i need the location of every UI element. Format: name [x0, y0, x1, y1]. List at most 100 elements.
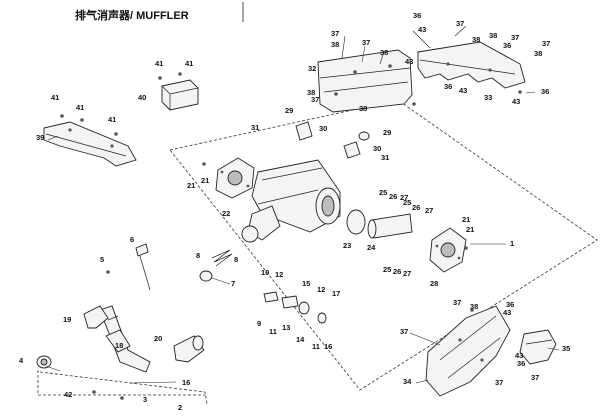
callout-c29b: 29 [383, 128, 391, 137]
callout-c8b: 8 [234, 255, 238, 264]
callout-c40: 40 [138, 93, 146, 102]
callout-c38b: 38 [534, 49, 542, 58]
callout-c37f: 37 [311, 95, 319, 104]
callout-c37b: 37 [511, 33, 519, 42]
callout-c37a: 37 [456, 19, 464, 28]
callout-c34: 34 [403, 377, 412, 386]
callout-c27b: 27 [425, 206, 433, 215]
stud-bolt [135, 243, 151, 291]
callout-c36f: 36 [517, 359, 525, 368]
main-assembly-frame [169, 99, 598, 391]
callout-c15: 15 [302, 279, 310, 288]
callout-c2: 2 [178, 403, 182, 412]
callout-c20: 20 [154, 334, 162, 343]
callout-c37c: 37 [542, 39, 550, 48]
callout-c43e: 43 [503, 308, 511, 317]
pipe-assembly-frame [39, 371, 208, 405]
callout-c11b: 11 [312, 342, 320, 351]
callout-c28: 28 [430, 279, 438, 288]
callout-c27a: 27 [400, 193, 408, 202]
callout-c4: 4 [19, 356, 24, 365]
callout-c19: 19 [63, 315, 71, 324]
callout-c5: 5 [100, 255, 104, 264]
callout-c13: 13 [282, 323, 290, 332]
callout-c16: 16 [324, 342, 332, 351]
callout-c31b: 31 [381, 153, 389, 162]
callout-c16b: 16 [182, 378, 190, 387]
callout-c30b: 30 [373, 144, 381, 153]
hardware-row [263, 291, 327, 324]
callout-c27c: 27 [403, 269, 411, 278]
callout-c31a: 31 [251, 123, 259, 132]
pipe-joint-piece [173, 335, 205, 363]
callout-c42: 42 [64, 390, 72, 399]
upper-heat-shield [317, 49, 413, 113]
callout-c38d: 38 [331, 40, 339, 49]
callout-c8a: 8 [196, 251, 200, 260]
callout-c36b: 36 [503, 41, 511, 50]
callout-c37i: 37 [531, 373, 539, 382]
callout-c3: 3 [143, 395, 147, 404]
callout-c25c: 25 [383, 265, 391, 274]
left-end-plate [215, 157, 255, 199]
callout-c38f: 38 [307, 88, 315, 97]
callout-c43d: 43 [512, 97, 520, 106]
callout-c43c: 43 [459, 86, 467, 95]
callout-c35: 35 [562, 344, 570, 353]
callout-c23: 23 [343, 241, 351, 250]
callout-c7: 7 [231, 279, 235, 288]
callout-c38a: 38 [489, 31, 497, 40]
callout-c36d: 36 [541, 87, 549, 96]
callout-c26b: 26 [412, 203, 420, 212]
callout-c41d: 41 [76, 103, 84, 112]
callout-c41a: 41 [155, 59, 163, 68]
upper-connector [295, 121, 370, 159]
callout-c43a: 43 [418, 25, 426, 34]
inner-tube [367, 213, 413, 239]
exhaust-gasket-inner [40, 358, 48, 366]
callout-c21d: 21 [466, 225, 474, 234]
callout-c36c: 36 [444, 82, 452, 91]
callout-c6: 6 [130, 235, 134, 244]
callout-c12b: 12 [317, 285, 325, 294]
callout-c1: 1 [510, 239, 514, 248]
end-cap-cover [519, 329, 557, 365]
callout-c9: 9 [257, 319, 261, 328]
exhaust-pipe [99, 305, 151, 373]
pipe-assembly-frame-base [37, 370, 205, 396]
callout-c14: 14 [296, 335, 305, 344]
callout-c25a: 25 [379, 188, 387, 197]
callout-c39: 39 [36, 133, 44, 142]
gasket-ring [346, 209, 366, 235]
callout-c21a: 21 [187, 181, 195, 190]
callout-c11a: 11 [269, 327, 277, 336]
callout-c38e: 38 [380, 48, 388, 57]
pipe-end-piece [83, 305, 109, 329]
screws [60, 72, 522, 400]
callout-c41c: 41 [51, 93, 59, 102]
callout-c18: 18 [115, 341, 123, 350]
callout-c24: 24 [367, 243, 376, 252]
callout-c29a: 29 [285, 106, 293, 115]
callout-c41e: 41 [108, 115, 116, 124]
callout-c37j: 37 [495, 378, 503, 387]
callout-c32: 32 [308, 64, 316, 73]
callout-c17: 17 [332, 289, 340, 298]
callout-c21b: 21 [201, 176, 209, 185]
callout-c22: 22 [222, 209, 230, 218]
diagram-title: 排气消声器/ MUFFLER [75, 8, 189, 22]
leader-lines [45, 25, 560, 384]
callout-c37d: 37 [331, 29, 339, 38]
callout-c37e: 37 [362, 38, 370, 47]
lower-heat-shield [425, 305, 511, 397]
callout-c43f: 43 [515, 351, 523, 360]
muffler-body [241, 159, 341, 243]
callout-c41b: 41 [185, 59, 193, 68]
right-end-plate [429, 227, 467, 273]
callout-c36a: 36 [413, 11, 421, 20]
small-box-cover [161, 79, 199, 111]
callout-c38g: 38 [359, 104, 367, 113]
callout-c26c: 26 [393, 267, 401, 276]
